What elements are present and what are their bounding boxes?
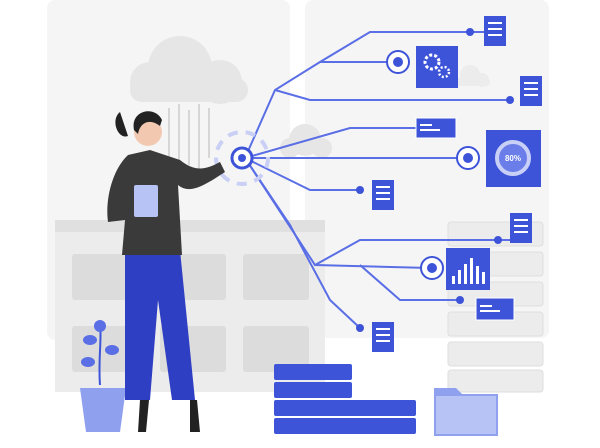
cloud-icon — [130, 36, 248, 104]
dot-node — [456, 296, 464, 304]
ring-node — [420, 256, 444, 280]
document-icon — [510, 213, 532, 243]
woman-figure — [107, 111, 225, 432]
document-icon — [372, 322, 394, 352]
folder-icon — [434, 388, 498, 436]
server-stack — [274, 364, 416, 434]
potted-plant — [80, 320, 126, 432]
ring-node — [456, 146, 480, 170]
dot-node — [506, 96, 514, 104]
progress-gauge-card: 80% — [486, 130, 541, 187]
document-icon — [484, 16, 506, 46]
network-lines — [244, 31, 512, 329]
code-window-icon — [415, 117, 457, 139]
small-cloud-icon — [455, 65, 490, 87]
dot-node — [356, 186, 364, 194]
document-icon — [520, 76, 542, 106]
dot-node — [466, 28, 474, 36]
tablet-icon — [134, 185, 158, 217]
code-window-icon — [475, 297, 515, 321]
gauge-percent-label: 80% — [505, 154, 521, 163]
settings-gear-icon — [416, 46, 458, 88]
binary-rain — [168, 104, 210, 176]
dot-node — [356, 324, 364, 332]
bar-chart-card — [446, 248, 490, 290]
central-hub-node — [214, 130, 270, 186]
document-icon — [372, 180, 394, 210]
dot-node — [494, 236, 502, 244]
ring-node — [386, 50, 410, 74]
